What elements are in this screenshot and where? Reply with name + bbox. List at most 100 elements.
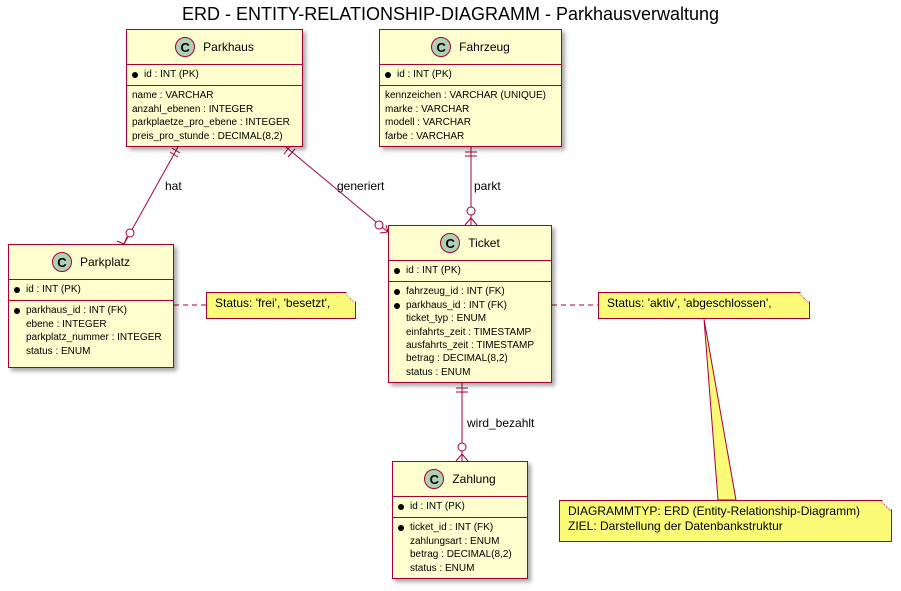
pk-row: id : INT (PK) <box>14 283 168 296</box>
field-text: betrag : DECIMAL(8,2) <box>406 353 508 365</box>
key-bullet-icon <box>394 302 400 309</box>
entity-header: C Parkhaus <box>127 30 302 65</box>
fields-section: name : VARCHAR anzahl_ebenen : INTEGER p… <box>127 85 302 147</box>
note-text: Status: 'aktiv', 'abgeschlossen', <box>607 296 772 310</box>
key-bullet-icon <box>394 267 400 274</box>
entity-header: C Fahrzeug <box>380 30 561 65</box>
key-bullet-icon <box>398 503 404 510</box>
pk-section: id : INT (PK) <box>393 497 527 517</box>
note-link-info <box>703 318 737 501</box>
field-row: betrag : DECIMAL(8,2) <box>398 548 522 561</box>
note-text-line: ZIEL: Darstellung der Datenbankstruktur <box>568 519 783 533</box>
fields-section: parkhaus_id : INT (FK) ebene : INTEGER p… <box>9 300 173 362</box>
edge-generiert-mark-zero <box>374 220 384 230</box>
entity-header: C Zahlung <box>393 462 527 497</box>
edge-hat-mark-one-2 <box>169 151 179 158</box>
class-icon: C <box>175 37 196 57</box>
entity-fahrzeug[interactable]: C Fahrzeug id : INT (PK) kennzeichen : V… <box>379 29 562 147</box>
field-row: marke : VARCHAR <box>385 103 470 115</box>
pk-row: id : INT (PK) <box>385 68 556 81</box>
edge-hat-mark-one <box>171 147 181 154</box>
field-row: ticket_typ : ENUM <box>394 312 546 325</box>
class-icon: C <box>51 252 72 272</box>
field-text: ausfahrts_zeit : TIMESTAMP <box>406 340 535 352</box>
note-fold-icon <box>799 293 809 303</box>
field-row: modell : VARCHAR <box>385 117 471 129</box>
edge-parkt-crow-1 <box>464 217 472 226</box>
edge-wird-bezahlt-crow-2 <box>461 453 469 462</box>
field-text: status : ENUM <box>410 562 475 574</box>
entity-header: C Ticket <box>389 226 551 261</box>
key-bullet-icon <box>385 71 391 78</box>
pk-section: id : INT (PK) <box>127 65 302 85</box>
field-text: status : ENUM <box>26 345 91 357</box>
field-text: ticket_id : INT (FK) <box>410 522 494 534</box>
fk-row: ticket_id : INT (FK) <box>398 521 522 534</box>
edge-generiert-crow-1 <box>385 224 389 233</box>
class-icon: C <box>440 233 461 253</box>
field-text: id : INT (PK) <box>406 265 461 276</box>
relation-label-generiert: generiert <box>337 179 385 193</box>
field-text: parkhaus_id : INT (FK) <box>406 299 507 311</box>
fk-row: parkhaus_id : INT (FK) <box>14 304 168 317</box>
entity-header: C Parkplatz <box>9 245 173 280</box>
pk-row: id : INT (PK) <box>394 264 546 277</box>
field-text: parkplatz_nummer : INTEGER <box>26 332 162 344</box>
key-bullet-icon <box>132 71 138 78</box>
fields-section: fahrzeug_id : INT (FK) parkhaus_id : INT… <box>389 281 551 383</box>
fk-row: parkhaus_id : INT (FK) <box>394 299 546 312</box>
field-text: ebene : INTEGER <box>26 318 107 330</box>
pk-section: id : INT (PK) <box>9 280 173 300</box>
note-text: Status: 'frei', 'besetzt', <box>215 296 331 310</box>
fields-section: ticket_id : INT (FK) zahlungsart : ENUM … <box>393 517 527 579</box>
field-row: status : ENUM <box>398 562 522 575</box>
field-text: parkhaus_id : INT (FK) <box>26 305 127 317</box>
field-text: id : INT (PK) <box>144 69 199 80</box>
key-bullet-icon <box>14 308 20 315</box>
class-icon: C <box>424 469 445 489</box>
edge-parkt-crow-2 <box>470 217 478 226</box>
field-row: parkplaetze_pro_ebene : INTEGER <box>132 117 290 129</box>
field-row: status : ENUM <box>394 366 546 379</box>
edge-wird-bezahlt-crow-1 <box>455 453 463 462</box>
note-parkplatz-status: Status: 'frei', 'besetzt', <box>206 292 356 319</box>
entity-name: Fahrzeug <box>459 40 510 54</box>
note-ticket-status: Status: 'aktiv', 'abgeschlossen', <box>598 292 810 319</box>
pk-section: id : INT (PK) <box>389 261 551 281</box>
relation-label-parkt: parkt <box>474 179 501 193</box>
edge-generiert <box>285 146 389 233</box>
field-row: name : VARCHAR <box>132 90 214 102</box>
fields-section: kennzeichen : VARCHAR (UNIQUE) marke : V… <box>380 85 561 147</box>
class-icon: C <box>431 37 452 57</box>
entity-zahlung[interactable]: C Zahlung id : INT (PK) ticket_id : INT … <box>392 461 528 579</box>
key-bullet-icon <box>398 525 404 532</box>
entity-ticket[interactable]: C Ticket id : INT (PK) fahrzeug_id : INT… <box>388 225 552 383</box>
relation-label-hat: hat <box>165 179 182 193</box>
diagram-title: ERD - ENTITY-RELATIONSHIP-DIAGRAMM - Par… <box>181 4 720 24</box>
fk-row: fahrzeug_id : INT (FK) <box>394 285 546 298</box>
edge-parkt-mark-zero <box>466 206 476 216</box>
field-text: zahlungsart : ENUM <box>410 535 500 547</box>
entity-parkplatz[interactable]: C Parkplatz id : INT (PK) parkhaus_id : … <box>8 244 174 368</box>
field-row: parkplatz_nummer : INTEGER <box>14 331 168 344</box>
edge-hat <box>123 146 179 245</box>
edge-wird-bezahlt-mark-zero <box>457 442 467 452</box>
field-text: ticket_typ : ENUM <box>406 313 487 325</box>
field-row: zahlungsart : ENUM <box>398 535 522 548</box>
field-text: id : INT (PK) <box>26 284 81 295</box>
note-diagram-info: DIAGRAMMTYP: ERD (Entity-Relationship-Di… <box>559 500 892 542</box>
note-fold-icon <box>881 501 891 511</box>
field-row: ausfahrts_zeit : TIMESTAMP <box>394 339 546 352</box>
edge-generiert-mark-one-2 <box>287 148 296 158</box>
entity-parkhaus[interactable]: C Parkhaus id : INT (PK) name : VARCHAR … <box>126 29 303 147</box>
field-text: betrag : DECIMAL(8,2) <box>410 549 512 561</box>
edge-hat-crow-1 <box>116 240 125 245</box>
note-fold-icon <box>345 293 355 303</box>
pk-row: id : INT (PK) <box>398 500 522 513</box>
edge-hat-crow-2 <box>123 236 128 245</box>
field-row: ebene : INTEGER <box>14 318 168 331</box>
relation-label-wird-bezahlt: wird_bezahlt <box>467 416 535 430</box>
entity-name: Zahlung <box>452 472 496 486</box>
field-text: einfahrts_zeit : TIMESTAMP <box>406 326 532 338</box>
